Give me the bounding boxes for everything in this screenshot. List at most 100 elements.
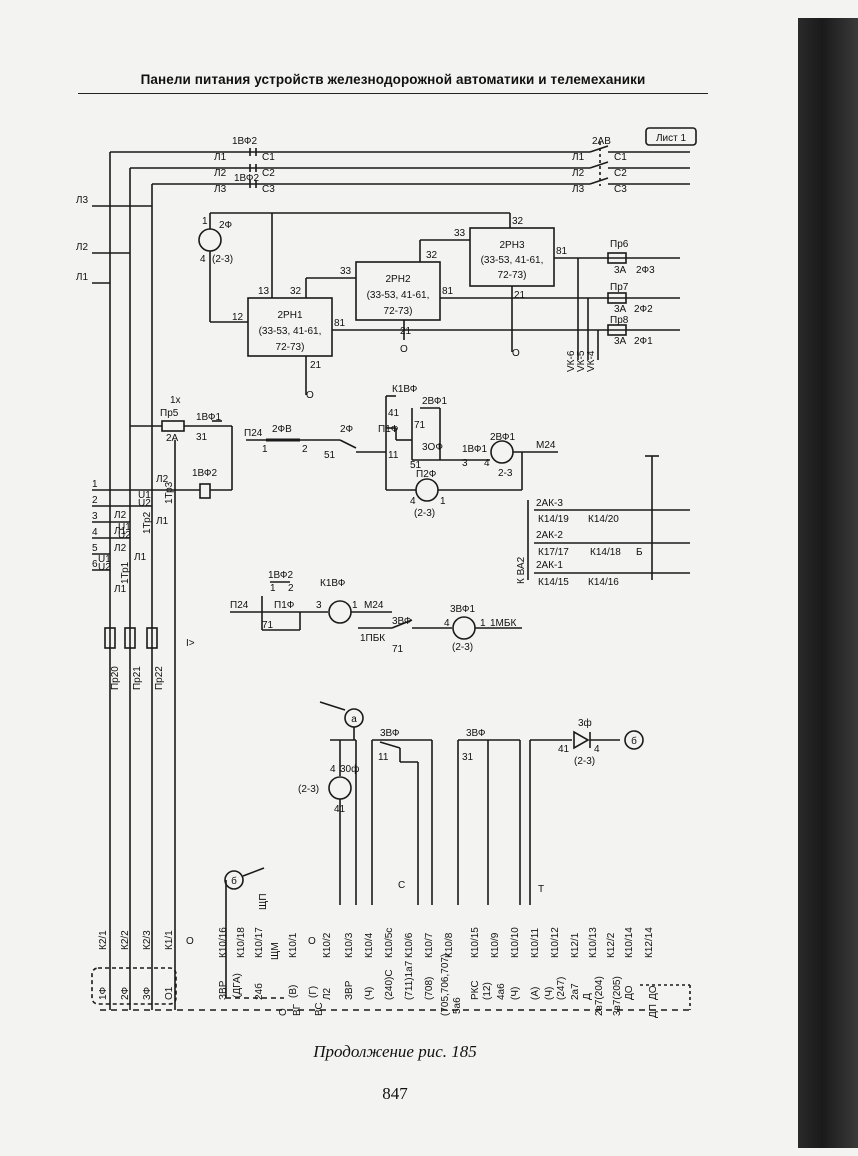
lamp-range: (2-3) <box>298 784 319 795</box>
terminal-note: ДО <box>624 985 635 1000</box>
terminal-note: (247) <box>556 977 567 1000</box>
transformer-tr1: 1Тр1 <box>120 561 131 584</box>
terminal-a: К14/15 <box>538 577 569 588</box>
relay-pin: 12 <box>232 312 244 323</box>
pin: 71 <box>262 620 274 631</box>
pin: 41 <box>558 744 570 755</box>
coil-mark: U1 <box>98 554 111 565</box>
breaker-right-pin: Л2 <box>572 168 585 179</box>
sheet-tag-box <box>645 127 697 146</box>
pin: 71 <box>392 644 404 655</box>
fuse-out: 2Ф1 <box>634 336 653 347</box>
zero-label: О <box>306 390 314 401</box>
zero-label: О <box>400 344 408 355</box>
range: (2-3) <box>414 508 435 519</box>
coil-mark: U1 <box>138 490 151 501</box>
label-3vf: 3ВФ <box>466 728 486 739</box>
feeder-l2: Л2 <box>76 242 89 253</box>
fuse-amp: 3А <box>614 265 627 276</box>
pin: 4 <box>594 744 600 755</box>
terminal-note: 3в7(205) <box>612 976 623 1016</box>
breaker-top-name: 1ВФ2 <box>232 136 258 147</box>
side-mark: ЩП <box>258 893 269 910</box>
relay-pin: 32 <box>426 250 438 261</box>
wire-l1: Л1 <box>156 516 169 527</box>
terminal-tag: Б <box>636 547 643 558</box>
breaker-right-pin: Л1 <box>572 152 585 163</box>
pin: 1 <box>480 618 486 629</box>
pin: 1 <box>270 583 276 594</box>
label-o: О <box>186 936 194 947</box>
terminal-label: К10/11 <box>530 927 541 958</box>
label-2vf1: 2ВФ1 <box>422 396 448 407</box>
breaker-right-pin: С3 <box>614 184 627 195</box>
fuse-main: Пр21 <box>132 666 143 690</box>
terminal-label: К10/15 <box>470 927 481 958</box>
range: 2-3 <box>498 468 513 479</box>
terminal-label: К10/14 <box>624 927 635 958</box>
terminal-label: К10/5с <box>384 928 395 958</box>
relay-2rn2-spec: (33-53, 41-61, <box>367 290 430 301</box>
relay-2rn1-spec: (33-53, 41-61, <box>259 326 322 337</box>
pin: 11 <box>378 752 389 763</box>
relay-pin: 33 <box>340 266 352 277</box>
relay-2rn3-title: 2РН3 <box>499 240 524 251</box>
terminal-note: 2а7 <box>570 983 581 1000</box>
terminal-bottom-label: О1 <box>164 986 175 1000</box>
pin: 51 <box>410 460 422 471</box>
breaker-top-pin: С2 <box>262 168 275 179</box>
terminal-bottom-label: 3Ф <box>142 986 153 1000</box>
terminal-label: К10/2 <box>322 932 333 958</box>
wire-label: Л2 <box>114 543 127 554</box>
pin: 4 <box>484 458 490 469</box>
pin: 51 <box>324 450 336 461</box>
label-1vf1: 1ВФ1 <box>462 444 488 455</box>
fuse-out: 2Ф3 <box>636 265 655 276</box>
terminal-label: К10/7 <box>424 932 435 958</box>
row-number: 2 <box>92 495 98 506</box>
wire-l2: Л2 <box>156 474 169 485</box>
relay-pin: 81 <box>334 318 346 329</box>
pin: 41 <box>334 804 346 815</box>
terminal-note: (240)С <box>384 969 395 1000</box>
label-m24: М24 <box>364 600 384 611</box>
terminal-note: Л2 <box>322 987 333 1000</box>
pin: 31 <box>462 752 474 763</box>
terminal-a: К17/17 <box>538 547 569 558</box>
relay-pin: 21 <box>400 326 412 337</box>
terminal-note: 5а6 <box>452 997 463 1014</box>
fuse-pr7: Пр7 <box>610 282 629 293</box>
range: (2-3) <box>452 642 473 653</box>
terminal-label: К10/12 <box>550 927 561 958</box>
terminal-label: К10/3 <box>344 932 355 958</box>
wire-label: Л1 <box>114 526 127 537</box>
page-title: Панели питания устройств железнодорожной… <box>78 72 708 94</box>
pin: 3 <box>462 458 468 469</box>
relay-2f-pin: 4 <box>200 254 206 265</box>
figure-caption: Продолжение рис. 185 <box>313 1042 477 1061</box>
sheet-label: Лист 1 <box>656 133 687 144</box>
breaker-right-pin: С1 <box>614 152 627 163</box>
relay-2rn3-spec: (33-53, 41-61, <box>481 255 544 266</box>
fuse-main: Пр20 <box>110 666 121 690</box>
pin: 1 <box>352 600 358 611</box>
row-number: 5 <box>92 543 98 554</box>
terminal-note: (Ч) <box>510 987 521 1000</box>
relay-2f-range: (2-3) <box>212 254 233 265</box>
relay-2f-pin: 1 <box>202 216 208 227</box>
label-m24: М24 <box>536 440 556 451</box>
relay-pin: 81 <box>556 246 568 257</box>
fuse-main: Пр22 <box>154 666 165 690</box>
relay-pin: 81 <box>442 286 454 297</box>
row-number: 3 <box>92 511 98 522</box>
terminal-label: К2/3 <box>142 930 153 950</box>
relay-pin: 21 <box>310 360 322 371</box>
vk-label: VК-6 <box>566 350 577 372</box>
label-1vf2: 1ВФ2 <box>268 570 294 581</box>
coil-mark: U1 <box>118 522 131 533</box>
label-k1vf: К1ВФ <box>320 578 346 589</box>
terminal-label: К12/1 <box>570 932 581 958</box>
terminal-label: К10/1 <box>288 932 299 958</box>
terminal-note: 2в7(204) <box>594 976 605 1016</box>
